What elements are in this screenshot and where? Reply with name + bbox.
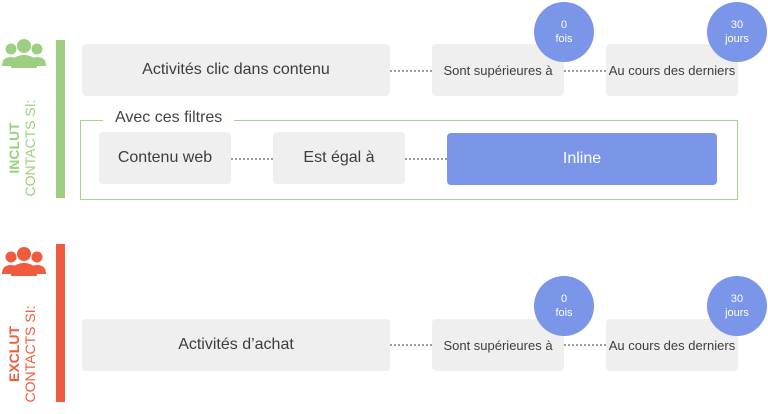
exclude-period-label: Au cours des derniers (608, 337, 736, 353)
include-count-unit: fois (555, 33, 573, 45)
connector-line (390, 70, 432, 72)
filter-value-box[interactable]: Inline (447, 133, 717, 185)
exclude-condition-box[interactable]: Activités d’achat (82, 319, 390, 371)
connector-line (564, 70, 606, 72)
connector-line (390, 344, 432, 346)
include-operator-label: Sont supérieures à (443, 62, 553, 78)
include-label-sub: CONTACTS SI: (22, 99, 38, 197)
exclude-label-strong: EXCLUT (6, 326, 22, 382)
filter-field-label: Contenu web (117, 149, 213, 166)
include-condition-label: Activités clic dans contenu (142, 61, 330, 78)
include-filters-title: Avec ces filtres (103, 107, 235, 129)
users-group-icon (2, 39, 46, 68)
include-bar (56, 40, 65, 198)
filter-value-label: Inline (562, 150, 602, 167)
filter-operator-box[interactable]: Est égal à (273, 132, 405, 184)
exclude-count-value: 0 (560, 293, 568, 305)
exclude-bar (56, 244, 65, 402)
exclude-period-badge[interactable]: 30 jours (707, 276, 767, 336)
connector-line (564, 344, 606, 346)
connector-line (405, 158, 447, 160)
exclude-label-sub: CONTACTS SI: (22, 305, 38, 403)
users-group-icon (2, 247, 46, 276)
include-count-badge[interactable]: 0 fois (534, 2, 594, 62)
include-section: INCLUT CONTACTS SI: Activités clic dans … (2, 2, 767, 208)
exclude-operator-label: Sont supérieures à (443, 337, 553, 353)
include-vertical-label: INCLUT CONTACTS SI: (6, 88, 42, 208)
include-period-value: 30 (730, 19, 744, 31)
exclude-section: EXCLUT CONTACTS SI: Activités d’achat So… (0, 210, 768, 402)
include-condition-box[interactable]: Activités clic dans contenu (82, 44, 390, 96)
include-period-label: Au cours des derniers (608, 62, 736, 78)
exclude-condition-label: Activités d’achat (178, 336, 294, 353)
exclude-period-value: 30 (730, 293, 744, 305)
include-label-strong: INCLUT (6, 122, 22, 174)
include-count-value: 0 (560, 19, 568, 31)
include-period-badge[interactable]: 30 jours (707, 2, 767, 62)
connector-line (231, 158, 273, 160)
exclude-vertical-label: EXCLUT CONTACTS SI: (6, 294, 42, 414)
include-period-unit: jours (725, 33, 749, 45)
exclude-period-unit: jours (725, 307, 749, 319)
exclude-operator-box[interactable]: Sont supérieures à (432, 319, 564, 371)
filter-field-box[interactable]: Contenu web (99, 132, 231, 184)
exclude-count-unit: fois (555, 307, 573, 319)
exclude-count-badge[interactable]: 0 fois (534, 276, 594, 336)
filter-operator-label: Est égal à (303, 149, 375, 166)
